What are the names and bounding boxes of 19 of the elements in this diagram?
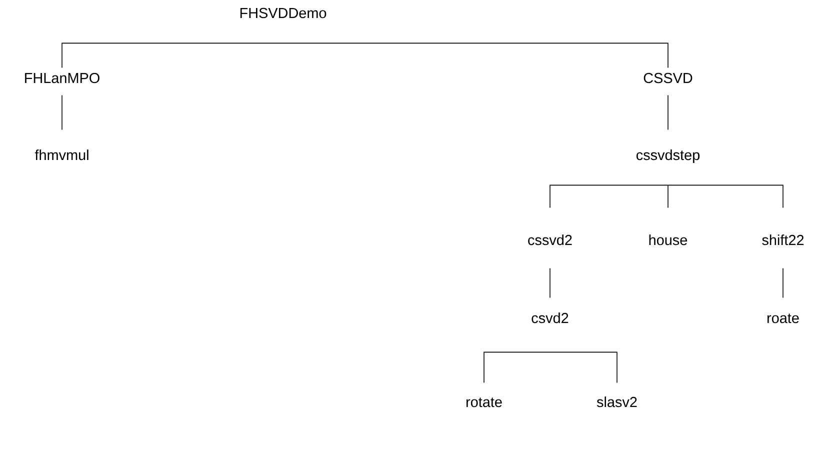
label-text: cssvdstep [636,150,700,163]
label-text: CSSVD [644,72,692,84]
label-text: FHLanMPO [25,72,100,84]
tree-connector [668,184,784,208]
label-text: roate [768,314,799,324]
tree-connector [550,184,668,208]
label-text: shift22 [762,234,804,246]
tree-connector [782,268,784,298]
tree-connector [484,352,550,384]
label-text: cssvd2 [528,234,572,246]
label-text: slasv2 [596,396,637,408]
tree-connector [282,42,668,68]
label-text: csvd2 [532,312,568,324]
label-text: fhmvmul [34,150,88,160]
tree-connector [62,42,284,68]
label-text: rotate [466,398,502,408]
label-text: FHSVDDemo [240,8,326,18]
tree-connector [550,352,618,384]
label-text: house [649,234,688,246]
